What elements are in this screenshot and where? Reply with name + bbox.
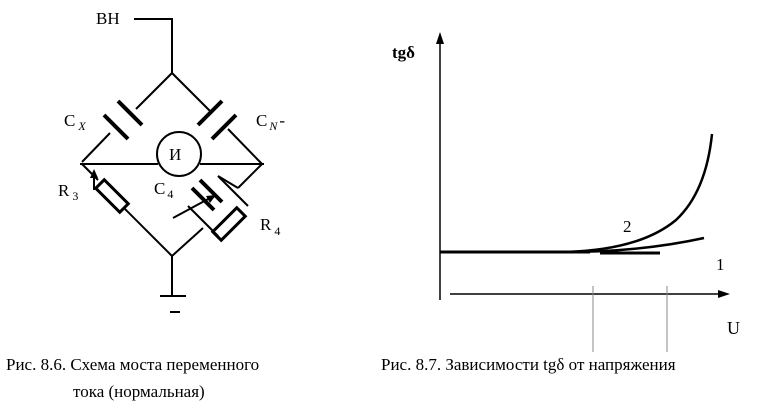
hv-label: ВН [96,9,120,28]
cn-plate-1 [196,99,224,127]
c4-plate-1 [198,178,224,204]
c4-adjust-arrow [172,197,211,219]
hv-lead-wire [134,18,173,73]
c4-label-sub: 4 [167,187,173,201]
r4-arm-wire-bottom [171,227,204,257]
tgdelta-graph [436,32,730,352]
x-axis-label: U [727,318,740,338]
figure-8-7-caption: Рис. 8.7. Зависимости tgδ от напряжения [381,355,676,374]
cn-plate-2 [210,113,238,141]
r3-arm-wire-bottom [124,208,173,257]
c4-arm-wire-top [237,163,263,189]
cx-plate-1 [116,99,144,127]
curve-2 [564,133,714,254]
c4-plate-2 [190,186,216,212]
curve-1-label: 1 [716,255,725,274]
figure-8-6-caption-line2: тока (нормальная) [73,382,205,401]
r3-arrow-head [90,169,98,178]
cx-label-sub: X [77,119,86,133]
cn-arm-wire-top [171,72,211,112]
r3-label-sub: 3 [72,189,78,203]
cx-label-main: С [64,111,75,130]
cn-arm-wire-bottom [227,128,263,165]
r4-resistor [210,205,248,243]
r3-label-main: R [58,181,70,200]
cx-arm-wire-top [135,72,173,110]
r4-label-sub: 4 [274,224,280,238]
c4-label-main: С [154,179,165,198]
x-axis-arrow [718,290,730,298]
curve-2-label: 2 [623,217,632,236]
cn-label-sub: N [268,119,278,133]
c4-parallel-side-1 [217,175,249,207]
meter-circle [156,131,202,177]
cx-plate-2 [102,113,130,141]
bridge-circuit [80,18,264,313]
cx-arm-wire-bottom [81,132,111,163]
r3-resistor [93,177,131,215]
cn-label-suffix: - [279,111,285,130]
c4-arrow-head [206,195,216,203]
curve-1 [564,236,705,254]
meter-label: И [169,145,181,164]
r4-label-main: R [260,215,272,234]
c4-connector-top [217,175,239,189]
y-axis-label: tgδ [392,43,415,62]
y-axis-arrow [436,32,444,44]
figure-8-6-caption-line1: Рис. 8.6. Схема моста переменного [6,355,260,374]
cn-label-main: С [256,111,267,130]
